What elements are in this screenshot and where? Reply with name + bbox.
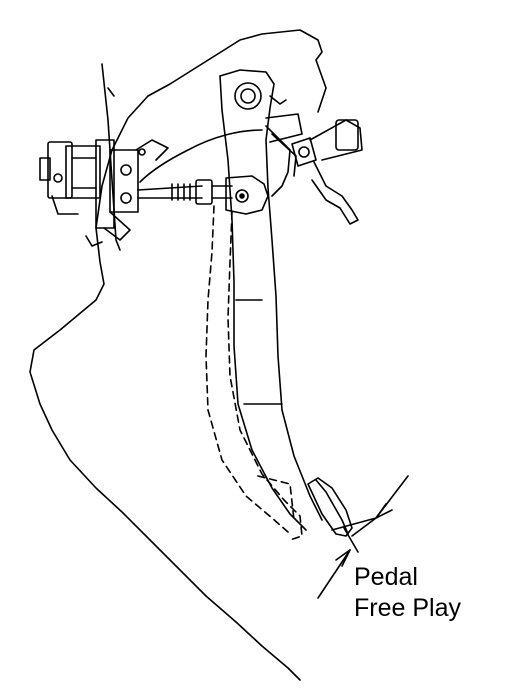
pivot-bolt: [234, 82, 287, 110]
clevis-pin: [225, 175, 269, 215]
pedal-pad: [307, 477, 353, 537]
free-play-label-line2: Free Play: [354, 594, 461, 622]
master-cylinder: [39, 139, 169, 247]
free-play-label-line1: Pedal: [354, 563, 418, 591]
free-play-label: Pedal Free Play: [354, 562, 461, 624]
free-play-dimension: [317, 475, 409, 599]
return-spring: [139, 125, 297, 197]
firewall-panel: [29, 29, 327, 681]
brake-light-switch: [265, 113, 363, 225]
pushrod: [137, 179, 233, 205]
pedal-arm-depressed: [205, 205, 303, 541]
pedal-arm-at-rest: [219, 69, 323, 531]
